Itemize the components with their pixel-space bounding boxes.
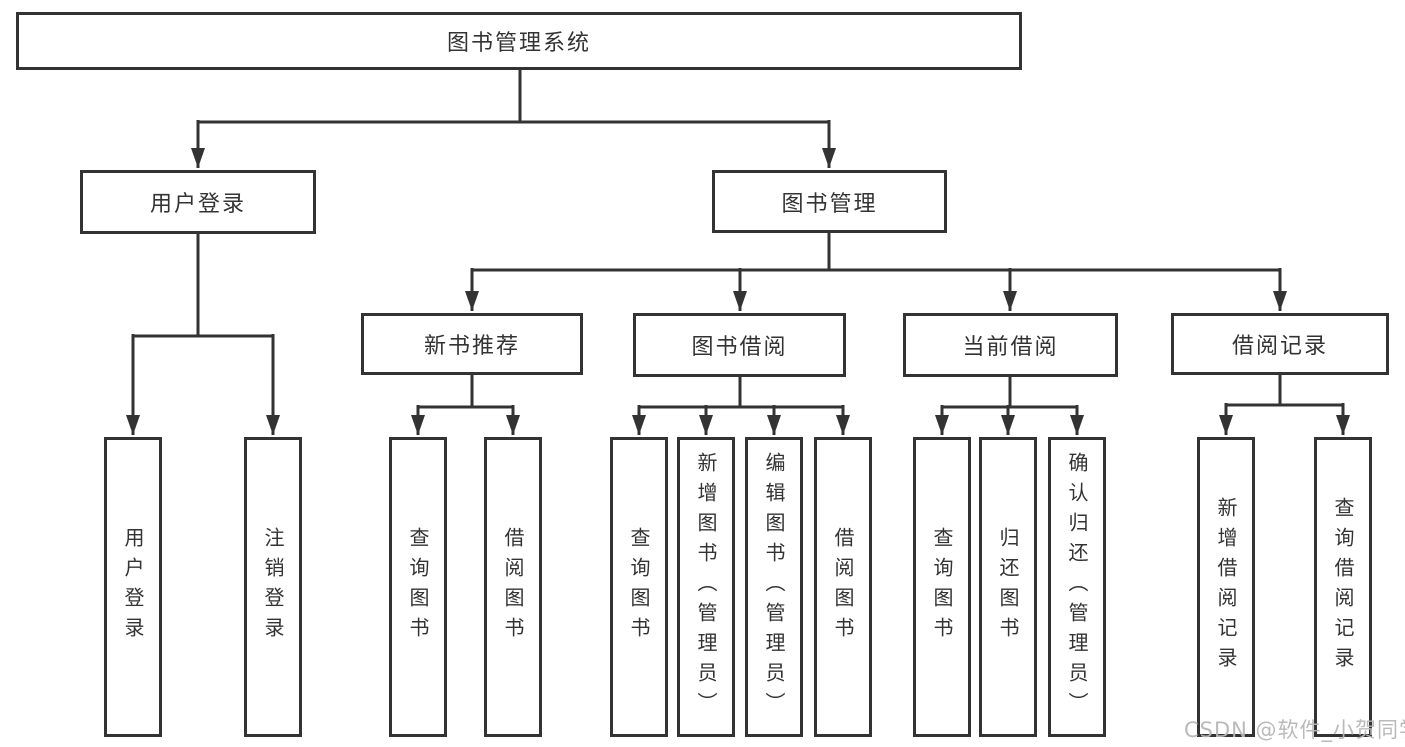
node-root: 图书管理系统 (16, 12, 1022, 70)
leaf-logout-label: 注销登录 (261, 527, 285, 647)
leaf-borrow-book-recommend-label: 借阅图书 (501, 527, 525, 647)
node-book-management-label: 图书管理 (781, 191, 878, 217)
node-new-book-recommend: 新书推荐 (361, 313, 583, 375)
node-borrow-records: 借阅记录 (1171, 313, 1389, 375)
node-current-borrow: 当前借阅 (903, 313, 1118, 377)
leaf-query-borrow-record: 查询借阅记录 (1314, 437, 1372, 737)
leaf-borrow-book-label: 借阅图书 (831, 527, 855, 647)
node-user-login: 用户登录 (80, 170, 316, 234)
leaf-edit-book-admin: 编辑图书（管理员） (745, 437, 803, 737)
leaf-add-book-admin-label: 新增图书（管理员） (694, 452, 718, 722)
leaf-add-borrow-record-label: 新增借阅记录 (1214, 497, 1238, 677)
leaf-borrow-book-recommend: 借阅图书 (484, 437, 542, 737)
node-book-borrow-label: 图书借阅 (691, 335, 788, 360)
node-user-login-label: 用户登录 (149, 192, 246, 217)
leaf-query-book-recommend-label: 查询图书 (406, 527, 430, 647)
leaf-return-book-label: 归还图书 (996, 527, 1020, 647)
leaf-query-book-recommend: 查询图书 (389, 437, 447, 737)
leaf-user-login: 用户登录 (104, 437, 162, 737)
leaf-confirm-return-admin: 确认归还（管理员） (1048, 437, 1106, 737)
leaf-logout: 注销登录 (244, 437, 302, 737)
node-current-borrow-label: 当前借阅 (962, 335, 1059, 360)
leaf-confirm-return-admin-label: 确认归还（管理员） (1065, 452, 1089, 722)
leaf-edit-book-admin-label: 编辑图书（管理员） (762, 452, 786, 722)
leaf-add-borrow-record: 新增借阅记录 (1197, 437, 1255, 737)
leaf-query-book-current: 查询图书 (913, 437, 971, 737)
node-book-management: 图书管理 (712, 170, 947, 233)
leaf-query-book-current-label: 查询图书 (930, 527, 954, 647)
node-borrow-records-label: 借阅记录 (1231, 334, 1328, 359)
leaf-return-book: 归还图书 (979, 437, 1037, 737)
leaf-borrow-book: 借阅图书 (814, 437, 872, 737)
leaf-query-borrow-record-label: 查询借阅记录 (1331, 497, 1355, 677)
node-book-borrow: 图书借阅 (633, 313, 846, 377)
leaf-query-book-borrow: 查询图书 (610, 437, 668, 737)
connector-lines (126, 70, 1350, 435)
node-root-label: 图书管理系统 (446, 31, 591, 56)
leaf-add-book-admin: 新增图书（管理员） (677, 437, 735, 737)
leaf-query-book-borrow-label: 查询图书 (627, 527, 651, 647)
node-new-book-recommend-label: 新书推荐 (423, 334, 520, 359)
leaf-user-login-label: 用户登录 (121, 527, 145, 647)
watermark: CSDN @软件_小贺同学 (1184, 718, 1405, 742)
